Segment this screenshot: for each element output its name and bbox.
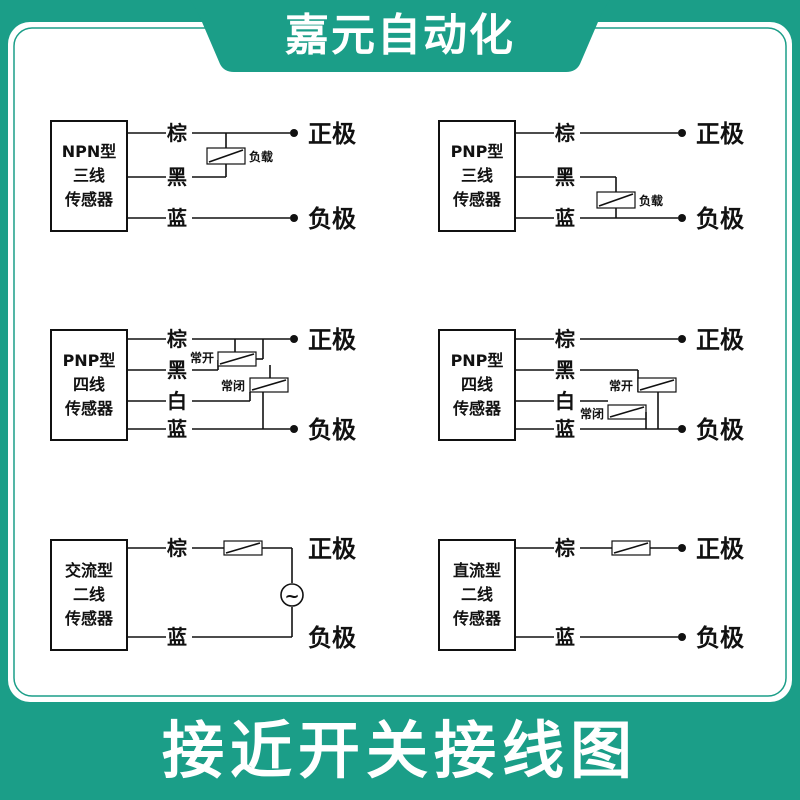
terminal-positive <box>678 129 686 137</box>
footer-title: 接近开关接线图 <box>161 714 638 787</box>
sensor-box <box>438 120 516 232</box>
negative-label: 负极 <box>696 416 744 444</box>
negative-label: 负极 <box>696 624 744 652</box>
terminal-positive <box>678 544 686 552</box>
positive-label: 正极 <box>696 535 744 563</box>
terminal-negative <box>290 214 298 222</box>
normally-open-label: 常开 <box>609 378 633 393</box>
diagram-pnp-4wire-a: PNP型 四线 传感器 棕 黑 白 蓝 常开 常闭 正极 负极 <box>50 326 356 444</box>
terminal-negative <box>290 425 298 433</box>
wire-label-brown: 棕 <box>555 536 575 560</box>
terminal-negative <box>678 425 686 433</box>
sensor-box <box>50 329 128 441</box>
wire-label-white: 白 <box>167 389 187 413</box>
sensor-box-line3: 传感器 <box>64 399 114 418</box>
normally-closed-label: 常闭 <box>580 406 604 421</box>
positive-label: 正极 <box>696 120 744 148</box>
positive-label: 正极 <box>308 120 356 148</box>
sensor-box-line1: NPN型 <box>62 142 117 161</box>
wire-label-brown: 棕 <box>167 121 187 145</box>
sensor-box-line2: 二线 <box>461 585 493 604</box>
sensor-box-line2: 四线 <box>461 375 493 394</box>
terminal-negative <box>678 214 686 222</box>
wire-label-brown: 棕 <box>555 327 575 351</box>
wire-label-blue: 蓝 <box>167 417 187 441</box>
terminal-negative <box>678 633 686 641</box>
diagram-pnp-4wire-b: PNP型 四线 传感器 棕 黑 白 蓝 常开 常闭 正极 负极 <box>438 326 744 444</box>
sensor-box <box>438 539 516 651</box>
sensor-box-line2: 四线 <box>73 375 105 394</box>
header-tab <box>190 0 610 72</box>
load-label: 负载 <box>249 149 273 164</box>
brand-title: 嘉元自动化 <box>285 10 515 61</box>
main-panel <box>8 22 792 702</box>
diagram-npn-3wire: NPN型 三线 传感器 棕 黑 蓝 负载 正极 负极 <box>50 120 356 233</box>
positive-label: 正极 <box>308 535 356 563</box>
diagram-pnp-3wire: PNP型 三线 传感器 棕 黑 蓝 负载 正极 负极 <box>438 120 744 233</box>
sensor-box-line1: PNP型 <box>451 351 504 370</box>
sensor-box <box>50 120 128 232</box>
ac-source-symbol: ~ <box>284 586 299 607</box>
sensor-box-line3: 传感器 <box>64 609 114 628</box>
wire-label-blue: 蓝 <box>555 625 575 649</box>
positive-label: 正极 <box>696 326 744 354</box>
sensor-box-line1: 交流型 <box>65 561 113 580</box>
sensor-box-line1: 直流型 <box>453 561 501 580</box>
sensor-box-line3: 传感器 <box>452 399 502 418</box>
sensor-box-line2: 三线 <box>461 166 493 185</box>
wire-label-blue: 蓝 <box>555 417 575 441</box>
wire-label-black: 黑 <box>555 165 575 189</box>
normally-open-label: 常开 <box>190 350 214 365</box>
negative-label: 负极 <box>696 205 744 233</box>
diagram-dc-2wire: 直流型 二线 传感器 棕 蓝 正极 负极 <box>438 535 744 652</box>
wire-label-blue: 蓝 <box>167 625 187 649</box>
negative-label: 负极 <box>308 205 356 233</box>
negative-label: 负极 <box>308 416 356 444</box>
sensor-box-line2: 三线 <box>73 166 105 185</box>
wire-label-brown: 棕 <box>167 327 187 351</box>
sensor-box-line3: 传感器 <box>452 609 502 628</box>
load-label: 负载 <box>639 193 663 208</box>
wire-label-blue: 蓝 <box>555 206 575 230</box>
sensor-box-line3: 传感器 <box>64 190 114 209</box>
wire-label-white: 白 <box>555 389 575 413</box>
sensor-box-line1: PNP型 <box>451 142 504 161</box>
wire-label-black: 黑 <box>167 165 187 189</box>
wire-label-blue: 蓝 <box>167 206 187 230</box>
wire-label-black: 黑 <box>167 358 187 382</box>
ac-source-icon <box>280 583 304 607</box>
normally-closed-label: 常闭 <box>221 378 245 393</box>
wire-label-black: 黑 <box>555 358 575 382</box>
sensor-box-line2: 二线 <box>73 585 105 604</box>
sensor-box-line3: 传感器 <box>452 190 502 209</box>
terminal-positive <box>678 335 686 343</box>
sensor-box <box>50 539 128 651</box>
sensor-box <box>438 329 516 441</box>
sensor-box-line1: PNP型 <box>63 351 116 370</box>
negative-label: 负极 <box>308 624 356 652</box>
wire-label-brown: 棕 <box>555 121 575 145</box>
wire-label-brown: 棕 <box>167 536 187 560</box>
terminal-positive <box>290 129 298 137</box>
positive-label: 正极 <box>308 326 356 354</box>
diagram-ac-2wire: 交流型 二线 传感器 棕 蓝 ~ 正极 负极 <box>50 535 356 652</box>
terminal-positive <box>290 335 298 343</box>
